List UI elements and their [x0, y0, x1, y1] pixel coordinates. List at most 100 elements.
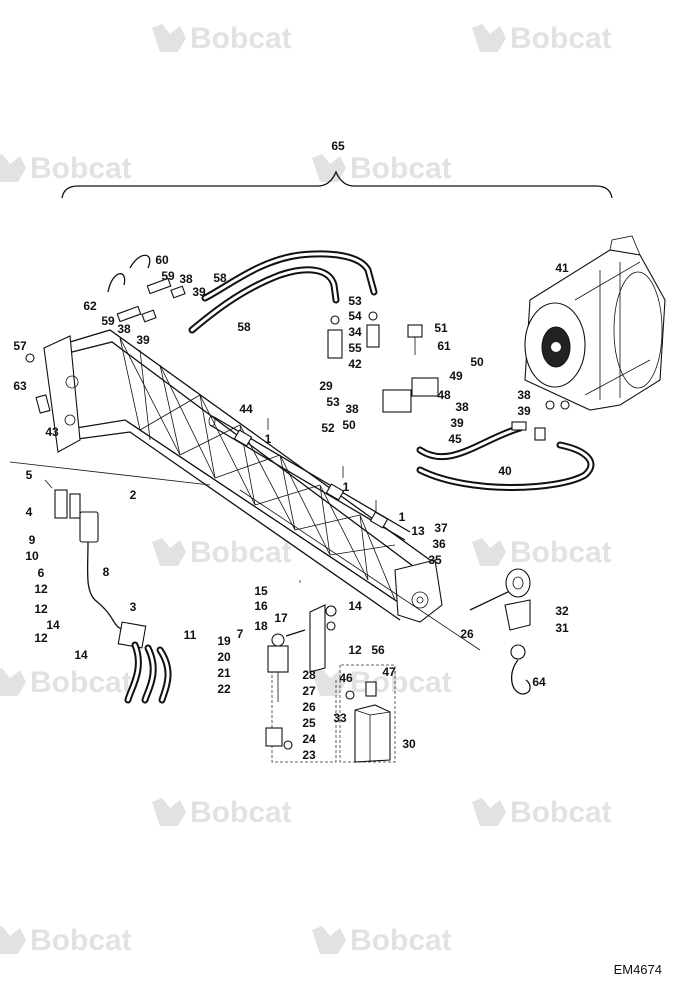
- callout-2-38: 2: [130, 488, 137, 502]
- callout-13-42: 13: [411, 524, 425, 538]
- callout-23-82: 23: [302, 748, 316, 762]
- callout-21-72: 21: [217, 666, 231, 680]
- callout-53-24: 53: [326, 395, 340, 409]
- watermark-5: Bobcat: [472, 536, 612, 569]
- callout-45-31: 45: [448, 432, 462, 446]
- callout-14-59: 14: [46, 618, 60, 632]
- bobcat-logo-icon: [312, 154, 346, 182]
- callout-52-28: 52: [321, 421, 335, 435]
- callout-20-69: 20: [217, 650, 231, 664]
- callout-55-14: 55: [348, 341, 362, 355]
- callout-60-0: 60: [155, 253, 169, 267]
- hose-fittings: [107, 254, 570, 441]
- callout-39-8: 39: [136, 333, 150, 347]
- callout-50-18: 50: [470, 355, 484, 369]
- watermark-2: Bobcat: [0, 152, 132, 185]
- callout-44-34: 44: [239, 402, 253, 416]
- callout-41-10: 41: [555, 261, 569, 275]
- callout-59-6: 59: [101, 314, 115, 328]
- bobcat-logo-icon: [472, 24, 506, 52]
- callout-19-65: 19: [217, 634, 231, 648]
- hook-block: [469, 568, 531, 695]
- bobcat-logo-icon: [152, 538, 186, 566]
- watermark-4: Bobcat: [152, 536, 292, 569]
- watermark-text: Bobcat: [190, 796, 292, 829]
- callout-1-41: 1: [399, 510, 406, 524]
- watermark-text: Bobcat: [510, 796, 612, 829]
- bobcat-logo-icon: [152, 798, 186, 826]
- callout-50-29: 50: [342, 418, 356, 432]
- callout-39-30: 39: [450, 416, 464, 430]
- callout-38-7: 38: [117, 322, 131, 336]
- callout-61-17: 61: [437, 339, 451, 353]
- callout-12-64: 12: [34, 631, 48, 645]
- callout-1-39: 1: [343, 480, 350, 494]
- callout-36-46: 36: [432, 537, 446, 551]
- bobcat-logo-icon: [472, 798, 506, 826]
- callout-58-9: 58: [237, 320, 251, 334]
- watermark-8: Bobcat: [152, 796, 292, 829]
- watermark-10: Bobcat: [0, 924, 132, 957]
- watermark-11: Bobcat: [312, 924, 452, 957]
- watermark-1: Bobcat: [472, 22, 612, 55]
- callout-64-74: 64: [532, 675, 546, 689]
- callout-43-22: 43: [45, 425, 59, 439]
- watermark-text: Bobcat: [510, 536, 612, 569]
- watermark-9: Bobcat: [472, 796, 612, 829]
- callout-49-19: 49: [449, 369, 463, 383]
- valve-assembly: [265, 580, 396, 763]
- watermark-0: Bobcat: [152, 22, 292, 55]
- callout-56-67: 56: [371, 643, 385, 657]
- drawing-code: EM4674: [614, 962, 662, 977]
- callout-1-35: 1: [265, 432, 272, 446]
- callout-38-32: 38: [517, 388, 531, 402]
- bobcat-logo-icon: [152, 24, 186, 52]
- callout-33-78: 33: [333, 711, 347, 725]
- watermark-text: Bobcat: [30, 924, 132, 957]
- callout-34-13: 34: [348, 325, 362, 339]
- callout-58-3: 58: [213, 271, 227, 285]
- watermark-6: Bobcat: [0, 666, 132, 699]
- bobcat-logo-icon: [0, 154, 26, 182]
- watermark-text: Bobcat: [30, 666, 132, 699]
- callout-25-79: 25: [302, 716, 316, 730]
- watermark-text: Bobcat: [190, 22, 292, 55]
- callout-35-47: 35: [428, 553, 442, 567]
- callout-27-76: 27: [302, 684, 316, 698]
- callout-31-58: 31: [555, 621, 569, 635]
- hydraulic-hoses: [188, 250, 595, 491]
- callout-4-40: 4: [26, 505, 33, 519]
- electrical-components: [25, 353, 172, 704]
- winch-drum: [524, 235, 666, 411]
- callout-29-23: 29: [319, 379, 333, 393]
- callout-46-73: 46: [339, 671, 353, 685]
- watermark-text: Bobcat: [190, 536, 292, 569]
- callout-22-75: 22: [217, 682, 231, 696]
- callout-10-44: 10: [25, 549, 39, 563]
- callout-11-60: 11: [184, 628, 197, 642]
- callout-3-53: 3: [130, 600, 137, 614]
- assembly-brace: [61, 170, 613, 199]
- callout-32-51: 32: [555, 604, 569, 618]
- callout-48-26: 48: [437, 388, 451, 402]
- watermark-3: Bobcat: [312, 152, 452, 185]
- callout-15-54: 15: [254, 584, 268, 598]
- callout-7-61: 7: [237, 627, 244, 641]
- bobcat-logo-icon: [312, 926, 346, 954]
- callout-54-12: 54: [348, 309, 362, 323]
- callout-8-49: 8: [103, 565, 110, 579]
- watermark-text: Bobcat: [350, 924, 452, 957]
- callout-14-57: 14: [348, 599, 362, 613]
- assembly-number-65: 65: [331, 139, 345, 153]
- callout-63-21: 63: [13, 379, 27, 393]
- callout-18-62: 18: [254, 619, 268, 633]
- callout-26-63: 26: [460, 627, 474, 641]
- callout-57-20: 57: [13, 339, 27, 353]
- callout-12-66: 12: [348, 643, 362, 657]
- watermark-text: Bobcat: [350, 152, 452, 185]
- callout-24-80: 24: [302, 732, 316, 746]
- watermark-text: Bobcat: [510, 22, 612, 55]
- bobcat-logo-icon: [472, 538, 506, 566]
